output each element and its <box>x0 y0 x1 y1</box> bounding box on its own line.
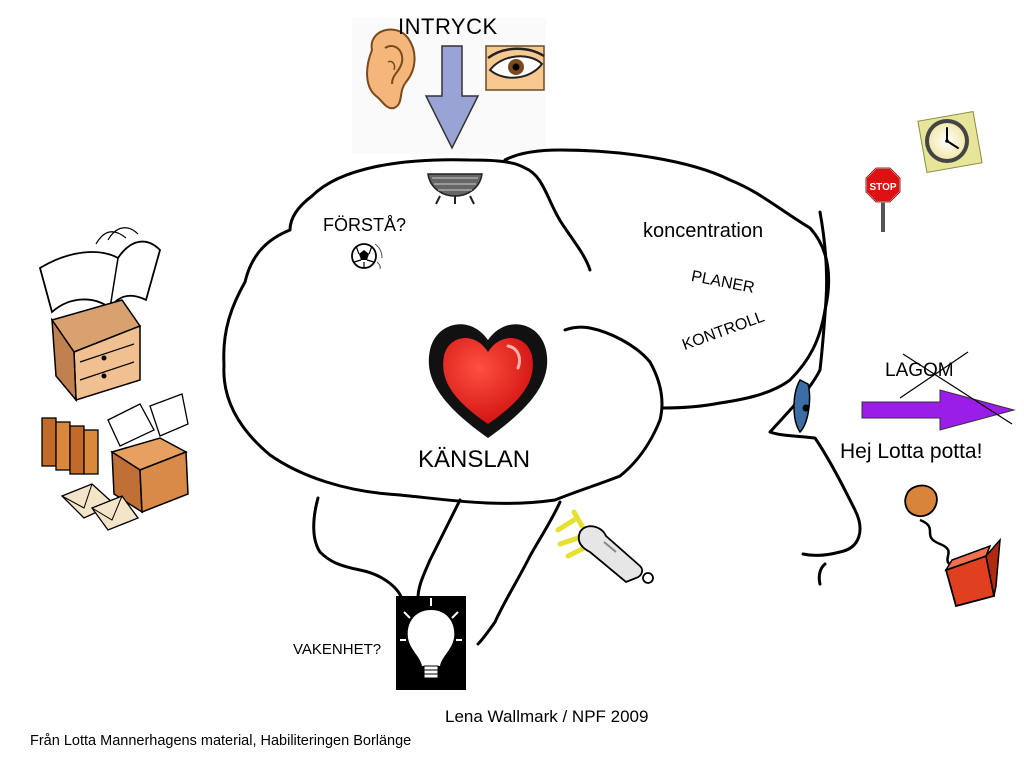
intryck-panel <box>352 18 546 154</box>
feeling-label: KÄNSLAN <box>418 446 531 473</box>
book-drawer-icon <box>38 227 162 403</box>
jack-in-the-box-icon <box>904 484 1001 608</box>
soccer-ball-icon <box>351 243 383 270</box>
concentration-label: koncentration <box>643 220 764 242</box>
eye-icon <box>485 45 545 91</box>
flashlight-icon <box>555 509 654 584</box>
title-intryck: INTRYCK <box>398 14 498 39</box>
sieve-icon <box>427 173 483 205</box>
stop-sign-icon: STOP <box>865 167 901 232</box>
clock-icon <box>917 110 983 174</box>
profile-eye-icon <box>793 379 811 434</box>
stop-sign-text: STOP <box>869 182 896 193</box>
lagom-label: LAGOM <box>885 360 954 381</box>
alertness-label: VAKENHET? <box>293 641 382 658</box>
lagom-strikethrough <box>899 351 1013 425</box>
understand-label: FÖRSTÅ? <box>323 215 407 235</box>
ear-icon <box>366 28 416 110</box>
input-arrow-down-icon <box>424 45 480 150</box>
author-credit: Lena Wallmark / NPF 2009 <box>445 707 649 726</box>
books-and-box-icon <box>41 393 189 531</box>
brain-outline <box>222 148 862 646</box>
source-credit: Från Lotta Mannerhagens material, Habili… <box>30 733 412 749</box>
heart-icon <box>428 324 548 438</box>
output-arrow-right-icon <box>861 389 1016 431</box>
lightbulb-icon <box>396 596 466 690</box>
speech-label: Hej Lotta potta! <box>840 440 983 463</box>
